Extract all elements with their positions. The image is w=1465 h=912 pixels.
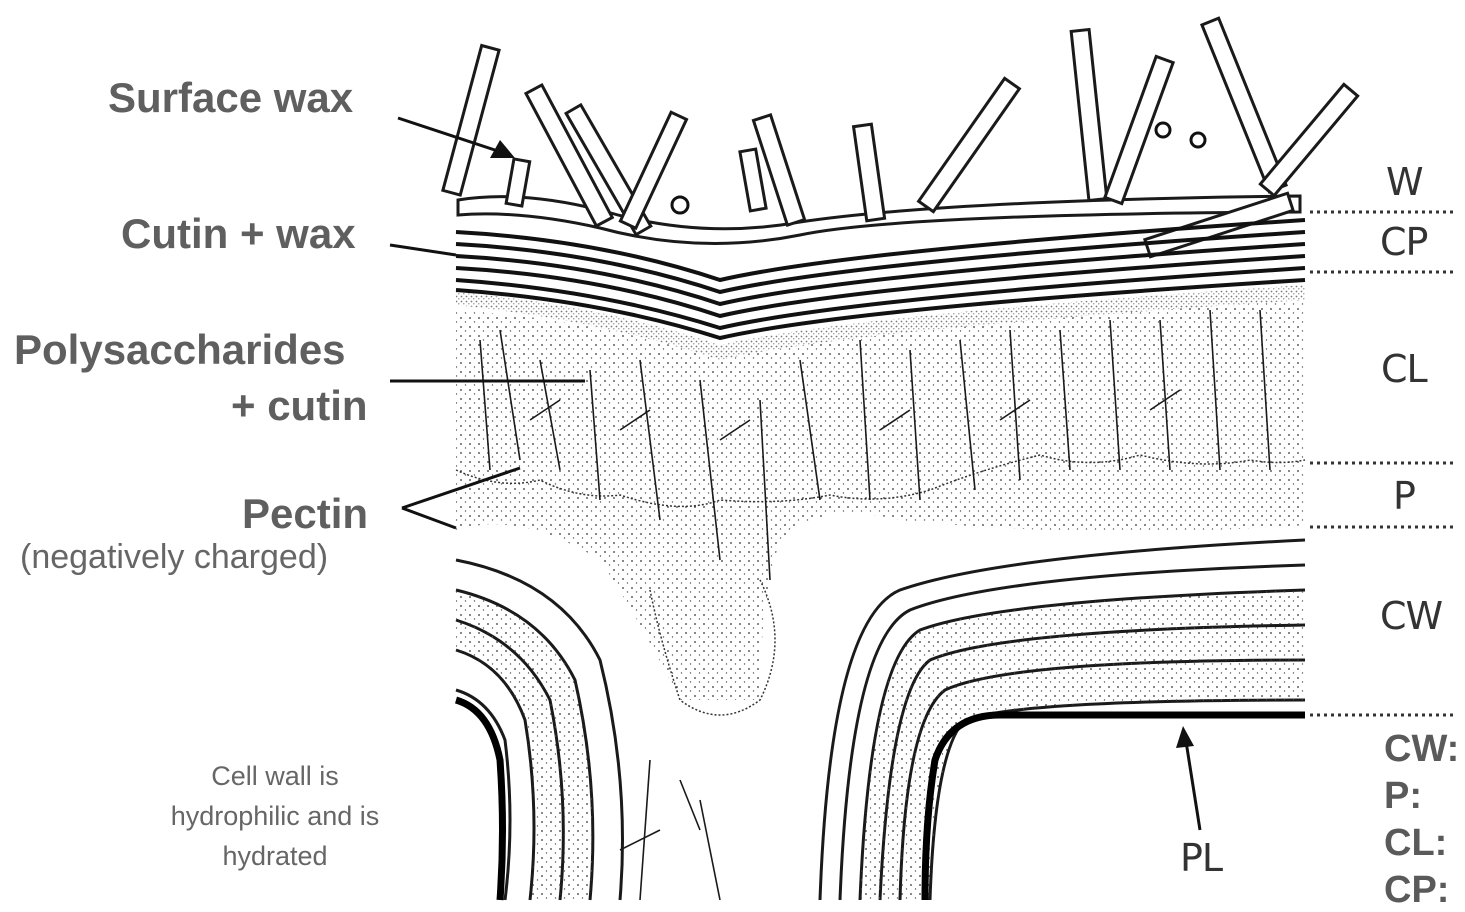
code-cl: CL — [1381, 347, 1427, 391]
cell-wall-note-line3: hydrated — [130, 836, 420, 876]
label-pectin-note: (negatively charged) — [20, 538, 328, 577]
label-pectin: Pectin — [242, 490, 368, 538]
label-surface-wax: Surface wax — [108, 74, 353, 122]
plasmalemma-line — [925, 715, 1305, 900]
cell-wall-note-line2: hydrophilic and is — [130, 796, 420, 836]
code-w: W — [1386, 160, 1423, 204]
label-polysaccharides: Polysaccharides — [14, 326, 346, 374]
surface-wax-rods — [443, 18, 1358, 257]
code-cp: CP — [1380, 220, 1427, 264]
cell-wall-note: Cell wall is hydrophilic and is hydrated — [130, 756, 420, 876]
label-cutin-wax: Cutin + wax — [121, 210, 356, 258]
cell-wall-note-line1: Cell wall is — [130, 756, 420, 796]
key-p: P: — [1384, 775, 1422, 818]
key-cl: CL: — [1384, 822, 1447, 865]
wax-crystal-dot — [672, 197, 688, 213]
pl-arrowhead — [1176, 726, 1194, 748]
code-pl: PL — [1180, 836, 1222, 880]
label-plus-cutin: + cutin — [231, 382, 368, 430]
layer-separators — [1310, 212, 1455, 715]
code-p: P — [1393, 474, 1415, 518]
key-cp: CP: — [1384, 869, 1449, 912]
key-cw: CW: — [1384, 728, 1459, 771]
code-cw: CW — [1380, 594, 1442, 638]
